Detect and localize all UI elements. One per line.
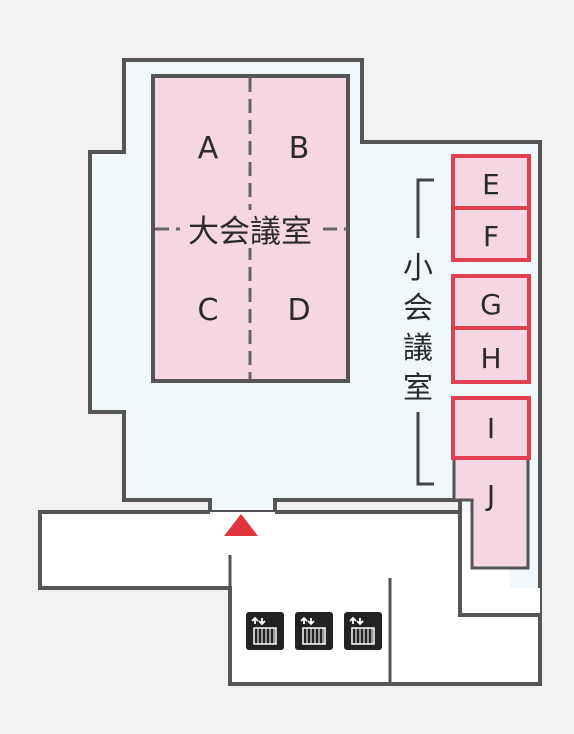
section-c-label: C: [198, 293, 219, 328]
triangle-up-icon: [224, 514, 258, 536]
section-b-label: B: [289, 131, 310, 166]
room-j-label: J: [485, 479, 495, 512]
small-rooms-label-backing: [396, 240, 440, 408]
small-rooms-label-char-3: 議: [403, 331, 433, 366]
small-rooms-group: J E F G H I: [451, 154, 531, 570]
room-g[interactable]: [451, 274, 531, 330]
small-rooms-bracket-bottom: [416, 412, 434, 486]
small-rooms-label-char-4: 室: [403, 371, 433, 406]
room-i[interactable]: [451, 396, 531, 460]
room-h[interactable]: [451, 326, 531, 384]
room-g-label: G: [480, 288, 502, 321]
section-d-label: D: [287, 293, 310, 328]
room-e-label: E: [482, 168, 500, 201]
lobby-white-right: [460, 615, 540, 684]
elevator-icon: [246, 612, 284, 650]
room-h-label: H: [480, 342, 501, 375]
room-e[interactable]: [451, 154, 531, 210]
section-a-label: A: [198, 131, 219, 166]
room-i-label: I: [487, 412, 495, 445]
elevator-icon: [344, 612, 382, 650]
lobby-white-left: [40, 512, 510, 588]
small-rooms-label-char-2: 会: [403, 291, 433, 326]
large-hall-label: 大会議室: [188, 214, 312, 250]
room-f-label: F: [483, 220, 499, 253]
small-rooms-bracket-top: [416, 178, 434, 238]
small-rooms-label-char-1: 小: [403, 251, 433, 286]
lobby-wall: [38, 510, 542, 686]
room-f[interactable]: [451, 206, 531, 262]
elevator-icon: [295, 612, 333, 650]
large-hall-label-backing: [180, 210, 320, 248]
